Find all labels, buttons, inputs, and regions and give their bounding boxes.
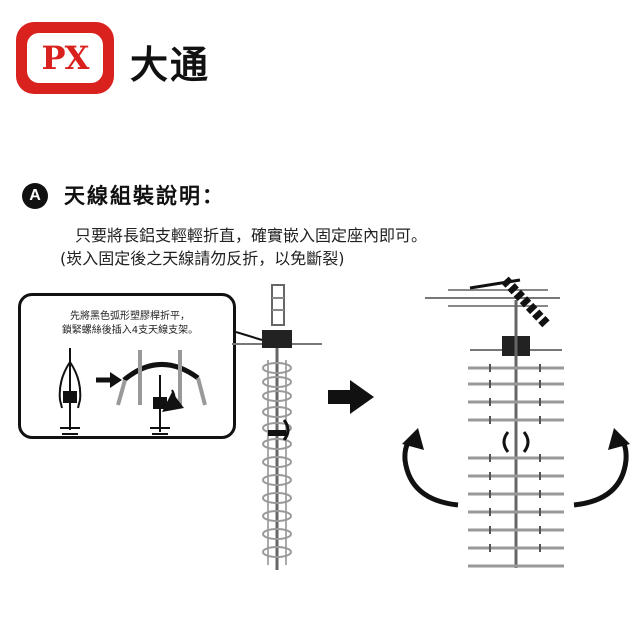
brand-logo-text: PX — [41, 39, 90, 77]
callout-line-1: 先將黑色弧形塑膠桿折平， — [70, 311, 190, 322]
instruction-line-1: 只要將長鋁支輕輕折直，確實嵌入固定座內即可。 — [75, 226, 428, 245]
brand-logo: PX — [16, 22, 114, 94]
antenna-folded — [232, 284, 322, 570]
curved-arrow-left-icon — [402, 428, 459, 508]
section-title: 天線組裝說明： — [64, 184, 225, 208]
brand-name: 大通 — [130, 42, 211, 87]
instruction-line-2: (崁入固定後之天線請勿反折，以免斷裂) — [60, 249, 345, 268]
brand-logo-inner: PX — [27, 33, 103, 83]
antenna-unfolded — [425, 276, 564, 568]
curved-arrow-right-icon — [573, 428, 630, 508]
flattened-bracket-drawing — [116, 350, 207, 435]
folded-bracket-drawing — [58, 348, 82, 435]
callout-box: 先將黑色弧形塑膠桿折平， 鎖緊螺絲後插入4支天線支架。 — [18, 293, 236, 439]
arrow-right-small-icon — [96, 372, 122, 388]
callout-line-2: 鎖緊螺絲後插入4支天線支架。 — [61, 325, 199, 336]
callout-pointer — [235, 331, 263, 341]
arrow-right-icon — [328, 380, 374, 414]
section-badge: A — [22, 183, 48, 209]
